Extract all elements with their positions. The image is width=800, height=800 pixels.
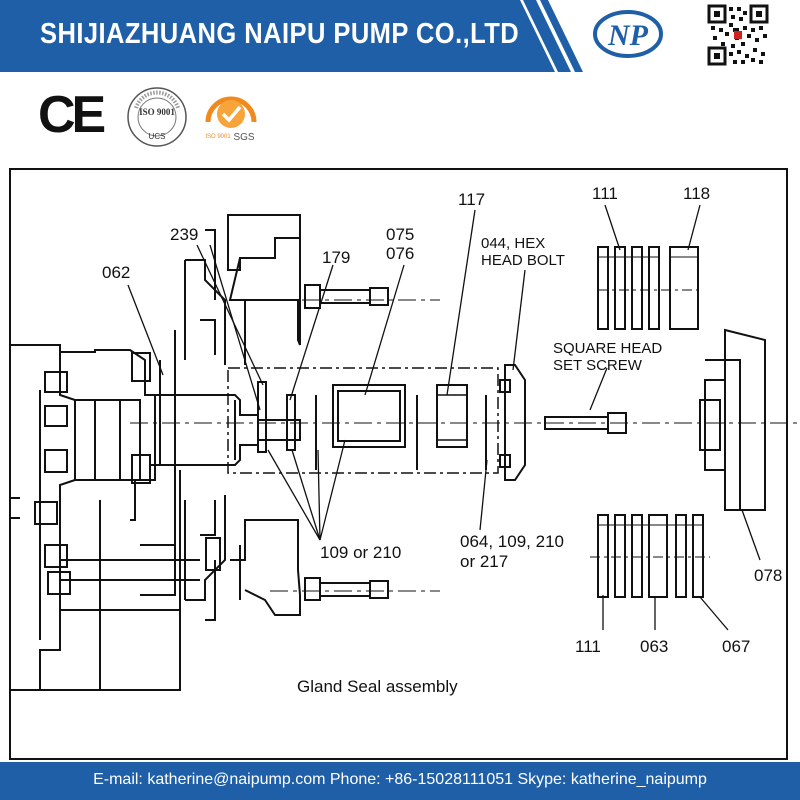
header-banner-shape: NP xyxy=(0,0,663,72)
pump-shaft xyxy=(150,394,301,466)
label-075: 075 xyxy=(386,225,415,244)
square-head-set-screw xyxy=(544,412,627,434)
bearing-frame xyxy=(11,344,200,691)
ce-mark: CE xyxy=(38,86,106,144)
label-109-or-210: 109 or 210 xyxy=(320,543,402,562)
sgs-text: SGS xyxy=(233,132,254,143)
stuffing-box xyxy=(159,214,301,621)
qr-code-icon[interactable] xyxy=(707,4,769,66)
label-044-line1: 044, HEX xyxy=(481,235,546,252)
gland-studs xyxy=(304,284,389,601)
label-square-head-line1: SQUARE HEAD xyxy=(553,340,663,357)
label-078: 078 xyxy=(754,566,783,585)
leader-lines xyxy=(127,204,761,631)
footer-bar: E-mail: katherine@naipump.com Phone: +86… xyxy=(0,762,800,800)
ucs-text: UCS xyxy=(149,132,166,141)
label-064-line1: 064, 109, 210 xyxy=(460,532,564,551)
label-044-line2: HEAD BOLT xyxy=(481,252,565,269)
contact-info: E-mail: katherine@naipump.com Phone: +86… xyxy=(93,771,707,788)
label-063: 063 xyxy=(640,637,669,656)
logo-np-text: NP xyxy=(607,19,649,52)
gland-044 xyxy=(499,364,526,481)
label-179: 179 xyxy=(322,248,351,267)
label-square-head-line2: SET SCREW xyxy=(553,357,642,374)
diagram-frame xyxy=(9,168,788,760)
label-117: 117 xyxy=(458,190,486,209)
iso-text: ISO 9001 xyxy=(139,107,175,117)
label-111-top: 111 xyxy=(592,184,618,203)
label-239: 239 xyxy=(170,225,199,244)
diagram-title: Gland Seal assembly xyxy=(297,677,458,696)
label-064-line2: or 217 xyxy=(460,552,509,571)
sgs-iso-text: ISO 9001 xyxy=(205,134,231,140)
label-067: 067 xyxy=(722,637,751,656)
label-062: 062 xyxy=(102,263,131,282)
part-078-cover xyxy=(699,328,766,511)
company-name: SHIJIAZHUANG NAIPU PUMP CO.,LTD xyxy=(40,18,520,50)
header-banner: NP SHIJIAZHUANG NAIPU PUMP CO.,LTD xyxy=(0,0,800,72)
label-111-bottom: 111 xyxy=(575,637,601,656)
label-118: 118 xyxy=(683,184,711,203)
label-076: 076 xyxy=(386,244,415,263)
seal-detail-box xyxy=(227,367,499,474)
exploded-rings-bottom xyxy=(590,514,710,598)
gland-seal-drawing xyxy=(11,204,800,691)
sgs-seal: ISO 9001 SGS xyxy=(205,96,257,143)
exploded-rings-top xyxy=(597,246,699,330)
iso-9001-seal: ISO 9001 UCS xyxy=(127,87,187,147)
